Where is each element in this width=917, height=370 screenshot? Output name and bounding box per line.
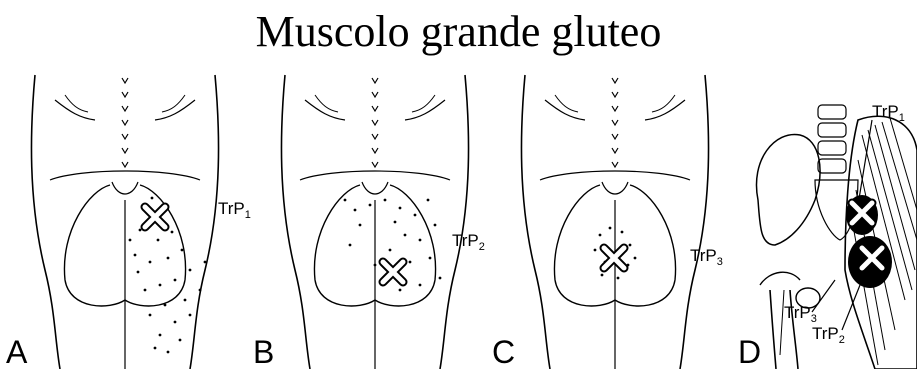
panel-c-figure [521, 75, 708, 369]
panel-d-letter: D [738, 336, 761, 368]
trp3-label-d: TrP3 [784, 304, 817, 325]
trp2-label-b: TrP2 [452, 232, 485, 253]
trp1-label-d: TrP1 [872, 103, 905, 124]
panel-b-trigger-x [383, 262, 403, 282]
panel-a-figure [31, 75, 218, 369]
trp1-label-a: TrP1 [218, 200, 251, 221]
panel-b-letter: B [253, 336, 274, 368]
panel-b-figure [281, 75, 468, 369]
trp2-label-d: TrP2 [812, 325, 845, 346]
trp3-label-c: TrP3 [690, 247, 723, 268]
panel-a-trigger-x [145, 207, 165, 227]
panel-a-letter: A [6, 336, 27, 368]
panel-c-trigger-x [604, 248, 624, 268]
panel-c-letter: C [492, 336, 515, 368]
